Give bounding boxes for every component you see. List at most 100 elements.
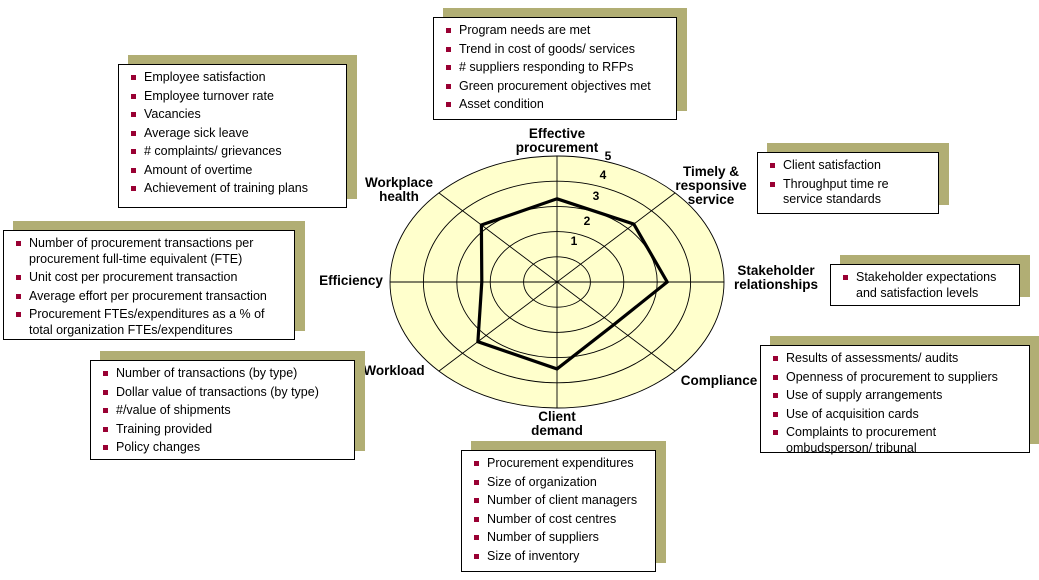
bullet-square-icon (131, 130, 136, 136)
callout-efficiency: Number of procurement transactions per p… (3, 221, 305, 340)
axis-label-efficiency: Efficiency (319, 273, 383, 288)
list-item-text: Number of client managers (487, 493, 638, 507)
bullet-square-icon (446, 28, 451, 33)
list-item: Average sick leave (129, 126, 338, 142)
list-item-text: Use of supply arrangements (786, 388, 943, 402)
radar-scale-tick: 3 (593, 189, 600, 203)
list-item: Amount of overtime (129, 163, 338, 179)
radar-scale-tick: 4 (600, 168, 607, 182)
axis-label-effective-procurement: Effective procurement (515, 126, 599, 155)
list-item: Number of cost centres (472, 512, 647, 528)
list-item-text: Procurement expenditures (487, 456, 634, 470)
list-item-text: # suppliers responding to RFPs (459, 60, 634, 74)
list-item-text: Employee satisfaction (144, 70, 266, 84)
list-item: Use of acquisition cards (771, 407, 1021, 423)
list-item: Number of suppliers (472, 530, 647, 546)
radar-scale-tick: 1 (571, 234, 578, 248)
bullet-square-icon (770, 163, 775, 168)
list-item: Unit cost per procurement transaction (14, 270, 286, 286)
list-item-text: Average sick leave (144, 125, 249, 140)
bullet-square-icon (16, 293, 21, 299)
bullet-square-icon (773, 393, 778, 398)
bullet-square-icon (103, 445, 108, 450)
axis-label-timely-responsive-service: Timely & responsive service (675, 164, 747, 207)
bullet-square-icon (474, 516, 479, 522)
list-item: Trend in cost of goods/ services (444, 42, 668, 58)
bullet-square-icon (773, 430, 778, 435)
list-item-text: Trend in cost of goods/ services (459, 41, 636, 56)
list-item-text: Average effort per procurement transacti… (29, 288, 267, 303)
callout-box: Stakeholder expectations and satisfactio… (830, 264, 1020, 306)
bullet-square-icon (446, 83, 451, 89)
list-item: # complaints/ grievances (129, 144, 338, 160)
axis-label-stakeholder-relationships: Stakeholder relationships (733, 263, 819, 292)
list-item: Size of organization (472, 475, 647, 491)
list-item-text: Complaints to procurement ombudsperson/ … (786, 425, 937, 455)
list-item: Openness of procurement to suppliers (771, 370, 1021, 386)
list-item: Throughput time re service standards (768, 177, 930, 208)
bullet-square-icon (773, 411, 778, 417)
list-item: Results of assessments/ audits (771, 351, 1021, 367)
bullet-square-icon (103, 371, 108, 376)
bullet-square-icon (843, 275, 848, 280)
list-item-text: Use of acquisition cards (786, 406, 919, 421)
bullet-square-icon (131, 167, 136, 173)
axis-label-workplace-health: Workplace health (364, 175, 434, 204)
bullet-square-icon (131, 186, 136, 191)
bullet-square-icon (131, 75, 136, 80)
list-item: Complaints to procurement ombudsperson/ … (771, 425, 1021, 456)
list-item-text: Openness of procurement to suppliers (786, 369, 998, 384)
list-item-text: Results of assessments/ audits (786, 351, 959, 365)
list-item-text: Procurement FTEs/expenditures as a % of … (29, 307, 265, 337)
bullet-square-icon (773, 374, 778, 380)
axis-label-client-demand: Client demand (531, 409, 583, 438)
bullet-square-icon (474, 461, 479, 466)
list-item-text: Client satisfaction (783, 158, 881, 172)
callout-workload: Number of transactions (by type) Dollar v… (90, 351, 365, 460)
callout-box: Number of transactions (by type) Dollar v… (90, 360, 355, 460)
bullet-square-icon (446, 65, 451, 70)
list-item: Number of procurement transactions per p… (14, 236, 286, 267)
list-item: Asset condition (444, 97, 668, 113)
list-item-text: # complaints/ grievances (144, 144, 282, 158)
bullet-square-icon (131, 149, 136, 154)
bullet-square-icon (16, 275, 21, 280)
list-item: Policy changes (101, 440, 346, 456)
list-item: Employee turnover rate (129, 89, 338, 105)
list-item-text: Vacancies (144, 107, 201, 121)
list-item: Achievement of training plans (129, 181, 338, 197)
list-item-text: Number of cost centres (487, 511, 617, 526)
list-item-text: Number of procurement transactions per p… (29, 236, 254, 266)
list-item: Stakeholder expectations and satisfactio… (841, 270, 1011, 301)
list-item-text: Program needs are met (459, 23, 591, 37)
list-item-text: Number of transactions (by type) (116, 366, 298, 380)
list-item-text: Unit cost per procurement transaction (29, 270, 238, 284)
axis-label-workload: Workload (363, 363, 425, 378)
bullet-square-icon (131, 93, 136, 99)
list-item-text: Policy changes (116, 440, 201, 454)
list-item-text: Training provided (116, 421, 213, 436)
list-item-text: Dollar value of transactions (by type) (116, 384, 319, 399)
list-item: Training provided (101, 422, 346, 438)
bullet-square-icon (131, 112, 136, 117)
axis-label-compliance: Compliance (680, 373, 758, 388)
list-item-text: Achievement of training plans (144, 181, 308, 195)
callout-box: Number of procurement transactions per p… (3, 230, 295, 340)
list-item-text: Employee turnover rate (144, 88, 274, 103)
list-item: Green procurement objectives met (444, 79, 668, 95)
list-item-text: Throughput time re service standards (783, 176, 889, 207)
list-item-text: #/value of shipments (116, 403, 231, 417)
bullet-square-icon (103, 408, 108, 413)
